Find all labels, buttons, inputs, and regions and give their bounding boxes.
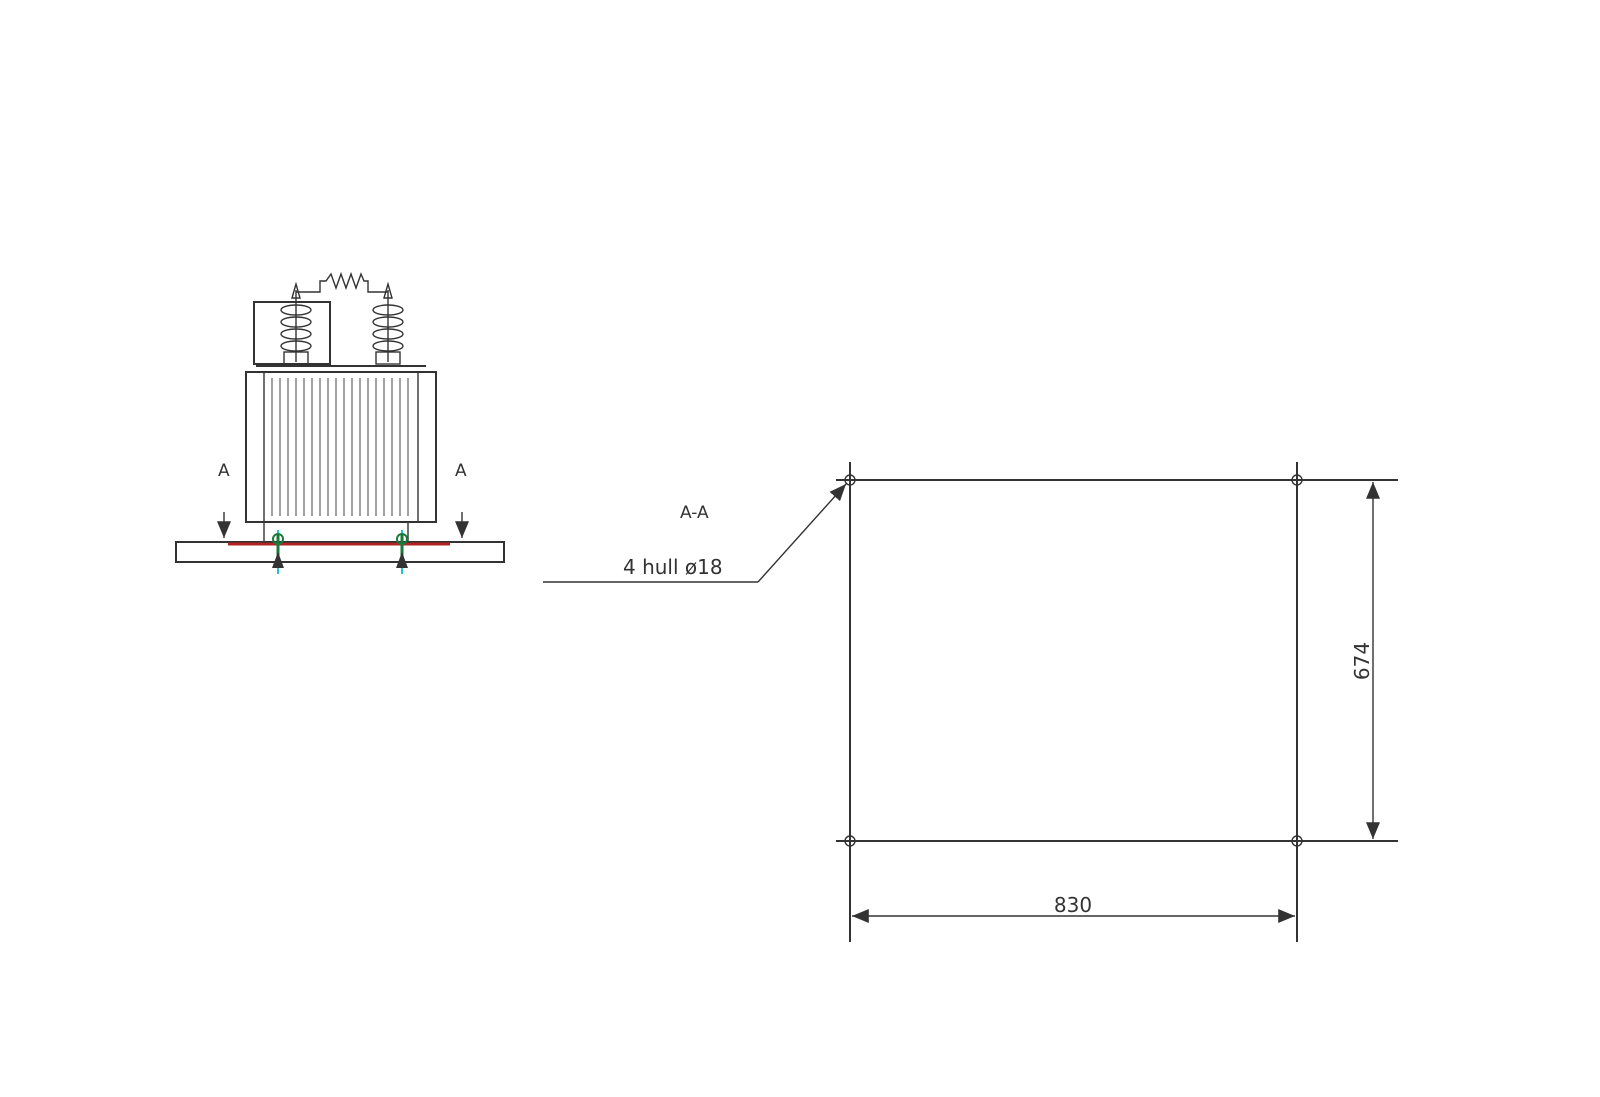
section-title: A-A bbox=[680, 503, 709, 523]
hole-top-left bbox=[844, 474, 856, 486]
plan-view: A-A 4 hull ø18 830 674 bbox=[543, 462, 1398, 942]
anchor-bolt-left bbox=[272, 530, 284, 574]
width-dimension: 830 bbox=[1054, 893, 1092, 917]
radiator-frame bbox=[263, 371, 419, 523]
radiator-fins bbox=[271, 378, 409, 516]
right-bushing bbox=[372, 281, 404, 365]
conductor-coil bbox=[296, 271, 388, 293]
left-bushing bbox=[280, 281, 312, 365]
hole-bottom-right bbox=[1291, 835, 1303, 847]
depth-dimension: 674 bbox=[1350, 642, 1374, 680]
section-label-right: A bbox=[455, 461, 467, 481]
callout-leader-arrow bbox=[757, 483, 847, 583]
transformer-elevation: A A bbox=[175, 271, 505, 574]
terminal-box bbox=[253, 301, 331, 365]
tank-skid bbox=[263, 521, 409, 543]
section-label-left: A bbox=[218, 461, 230, 481]
hole-top-right bbox=[1291, 474, 1303, 486]
hole-callout: 4 hull ø18 bbox=[623, 555, 723, 579]
anchor-bolt-right bbox=[396, 530, 408, 574]
hole-bottom-left bbox=[844, 835, 856, 847]
